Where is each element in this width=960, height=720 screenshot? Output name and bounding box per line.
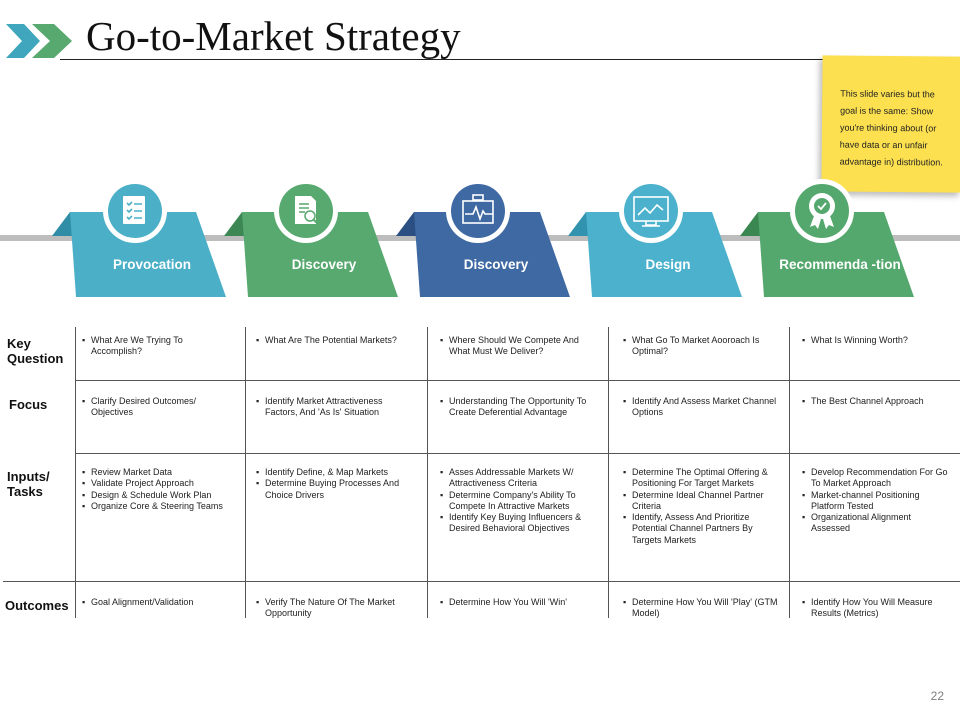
sticky-note-text: This slide varies but the goal is the sa…: [839, 88, 943, 168]
table-cell: Clarify Desired Outcomes/ Objectives: [82, 396, 232, 419]
bullet-item: Determine Buying Processes And Choice Dr…: [256, 478, 416, 501]
stage-recommendation: [740, 179, 914, 297]
stage-label-discovery-1: Discovery: [291, 257, 357, 272]
page-title: Go-to-Market Strategy: [86, 13, 461, 59]
bullet-item: Identify How You Will Measure Results (M…: [802, 597, 952, 620]
table-cell: Goal Alignment/Validation: [82, 597, 232, 609]
table-cell: What Are The Potential Markets?: [256, 335, 416, 347]
column-divider: [245, 327, 246, 618]
table-cell: Identify And Assess Market Channel Optio…: [623, 396, 783, 419]
bullet-item: Design & Schedule Work Plan: [82, 490, 232, 502]
row-divider: [75, 453, 960, 454]
table-cell: Verify The Nature Of The Market Opportun…: [256, 597, 416, 620]
row-label-key-question: Key Question: [7, 336, 64, 366]
bullet-item: Identify Define, & Map Markets: [256, 467, 416, 479]
title-divider: [60, 59, 960, 60]
bullet-item: Clarify Desired Outcomes/ Objectives: [82, 396, 232, 419]
chart-screen-icon: [633, 196, 669, 227]
row-label-inputs-tasks: Inputs/ Tasks: [7, 469, 50, 499]
bullet-item: What Go To Market Aooroach Is Optimal?: [623, 335, 783, 358]
table-cell: Identify Market Attractiveness Factors, …: [256, 396, 416, 419]
stage-label-recommendation: Recommenda -tion: [779, 257, 901, 272]
bullet-item: Verify The Nature Of The Market Opportun…: [256, 597, 416, 620]
bullet-item: Determine How You Will 'Win': [440, 597, 600, 609]
stage-label-design: Design: [645, 257, 691, 272]
chevron-logo-icon: [6, 24, 72, 58]
bullet-item: Identify, Assess And Prioritize Potentia…: [623, 512, 783, 546]
bullet-item: Validate Project Approach: [82, 478, 232, 490]
stage-discovery-1: [224, 179, 398, 297]
page-number: 22: [930, 689, 944, 703]
stage-label-provocation: Provocation: [112, 257, 191, 272]
bullet-item: Organize Core & Steering Teams: [82, 501, 232, 513]
stage-discovery-2: [396, 179, 570, 297]
table-cell: Understanding The Opportunity To Create …: [440, 396, 600, 419]
checklist-icon: [123, 196, 145, 224]
table-cell: Where Should We Compete And What Must We…: [440, 335, 600, 358]
row-label-focus: Focus: [9, 397, 48, 412]
bullet-item: Identify And Assess Market Channel Optio…: [623, 396, 783, 419]
column-divider: [427, 327, 428, 618]
table-cell: What Go To Market Aooroach Is Optimal?: [623, 335, 783, 358]
table-cell: Asses Addressable Markets W/ Attractiven…: [440, 467, 600, 535]
bullet-item: Understanding The Opportunity To Create …: [440, 396, 600, 419]
bullet-item: What Is Winning Worth?: [802, 335, 952, 347]
bullet-item: Develop Recommendation For Go To Market …: [802, 467, 952, 490]
document-search-icon: [295, 196, 318, 224]
table-cell: Identify How You Will Measure Results (M…: [802, 597, 952, 620]
table-cell: What Are We Trying To Accomplish?: [82, 335, 232, 358]
stage-label-discovery-2: Discovery: [463, 257, 529, 272]
row-divider: [75, 380, 960, 381]
column-divider: [75, 327, 76, 618]
bullet-item: Asses Addressable Markets W/ Attractiven…: [440, 467, 600, 490]
bullet-item: Identify Key Buying Influencers & Desire…: [440, 512, 600, 535]
table-cell: Develop Recommendation For Go To Market …: [802, 467, 952, 535]
bullet-item: Where Should We Compete And What Must We…: [440, 335, 600, 358]
column-divider: [789, 327, 790, 618]
award-badge-icon: [809, 193, 835, 229]
bullet-item: Determine Company's Ability To Compete I…: [440, 490, 600, 513]
stage-provocation: [52, 179, 226, 297]
table-cell: What Is Winning Worth?: [802, 335, 952, 347]
table-cell: The Best Channel Approach: [802, 396, 952, 408]
table-cell: Review Market DataValidate Project Appro…: [82, 467, 232, 512]
stages-banner: [52, 179, 914, 297]
bullet-item: Market-channel Positioning Platform Test…: [802, 490, 952, 513]
sticky-note: This slide varies but the goal is the sa…: [821, 55, 960, 193]
bullet-item: Goal Alignment/Validation: [82, 597, 232, 609]
stage-design: [568, 179, 742, 297]
bullet-item: What Are We Trying To Accomplish?: [82, 335, 232, 358]
table-cell: Identify Define, & Map MarketsDetermine …: [256, 467, 416, 501]
table-cell: Determine How You Will 'Play' (GTM Model…: [623, 597, 783, 620]
column-divider: [608, 327, 609, 618]
bullet-item: Determine The Optimal Offering & Positio…: [623, 467, 783, 490]
bullet-item: Identify Market Attractiveness Factors, …: [256, 396, 416, 419]
bullet-item: Organizational Alignment Assessed: [802, 512, 952, 535]
row-label-outcomes: Outcomes: [5, 598, 69, 613]
table-cell: Determine The Optimal Offering & Positio…: [623, 467, 783, 546]
bullet-item: Determine Ideal Channel Partner Criteria: [623, 490, 783, 513]
row-divider: [3, 581, 960, 582]
bullet-item: Review Market Data: [82, 467, 232, 479]
table-cell: Determine How You Will 'Win': [440, 597, 600, 609]
monitor-heartbeat-icon: [462, 194, 494, 224]
bullet-item: The Best Channel Approach: [802, 396, 952, 408]
bullet-item: Determine How You Will 'Play' (GTM Model…: [623, 597, 783, 620]
bullet-item: What Are The Potential Markets?: [256, 335, 416, 347]
